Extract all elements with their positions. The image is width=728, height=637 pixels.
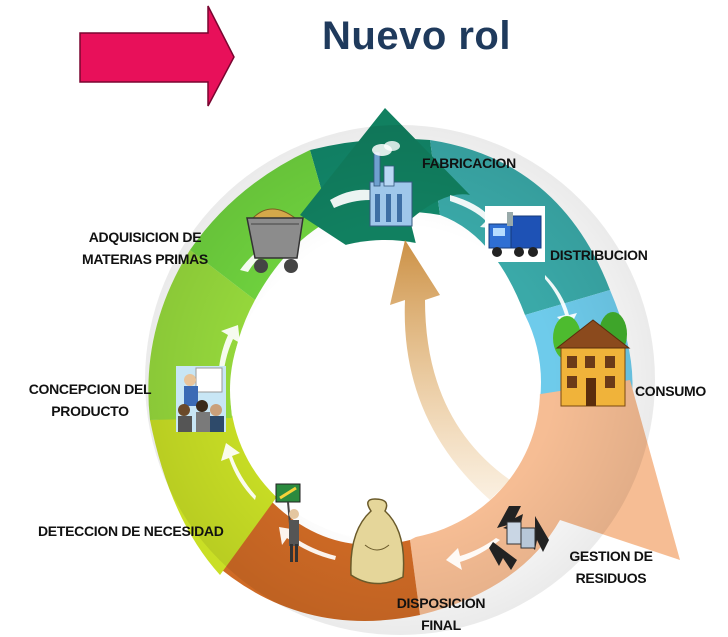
label-disposicion-line2: FINAL: [421, 617, 461, 633]
label-gestion-line1: GESTION DE: [569, 548, 653, 564]
person-with-sign-icon: [275, 483, 301, 562]
house-icon: [553, 312, 631, 407]
label-concepcion-line2: PRODUCTO: [51, 403, 129, 419]
meeting-icon: [176, 366, 226, 432]
label-fabricacion: FABRICACION: [422, 155, 516, 171]
label-adquisicion-line2: MATERIAS PRIMAS: [82, 251, 208, 267]
label-adquisicion-line1: ADQUISICION DE: [88, 229, 202, 245]
recycle-icon: [489, 506, 549, 570]
flow-arrow-6: [221, 443, 256, 500]
pointer-arrow-icon: [79, 5, 235, 107]
inner-return-arrow: [390, 240, 510, 500]
label-distribucion: DISTRIBUCION: [550, 247, 648, 263]
label-consumo: CONSUMO: [635, 383, 707, 399]
label-disposicion-line1: DISPOSICION: [396, 595, 486, 611]
label-gestion-line2: RESIDUOS: [575, 570, 647, 586]
label-adquisicion: ADQUISICION DE MATERIAS PRIMAS: [60, 226, 230, 270]
label-concepcion-line1: CONCEPCION DEL: [28, 381, 152, 397]
factory-icon: [369, 141, 413, 227]
flow-arrow-3: [545, 275, 577, 329]
flow-arrow-5: [279, 527, 336, 560]
truck-icon: [485, 206, 545, 262]
flow-arrow-1: [330, 182, 382, 208]
label-concepcion: CONCEPCION DEL PRODUCTO: [10, 378, 170, 422]
label-disposicion: DISPOSICION FINAL: [386, 592, 496, 636]
page-title: Nuevo rol: [322, 14, 511, 58]
label-deteccion: DETECCION DE NECESIDAD: [38, 523, 224, 539]
mine-cart-icon: [246, 208, 304, 273]
label-gestion: GESTION DE RESIDUOS: [556, 545, 666, 589]
flow-arrow-4: [446, 538, 500, 570]
garbage-bag-icon: [350, 498, 405, 585]
